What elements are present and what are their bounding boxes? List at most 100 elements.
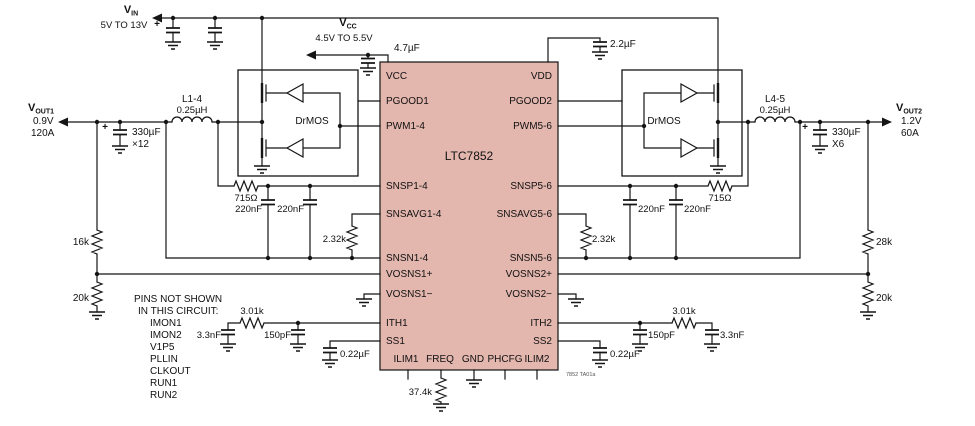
ic-pin-label: SNSP1-4 xyxy=(386,181,428,192)
inductor-value-left: 0.25µH xyxy=(177,105,208,116)
ic-part-number: LTC7852 xyxy=(445,149,494,163)
vcc-label: VCC xyxy=(339,17,356,31)
note-pin: V1P5 xyxy=(150,342,175,353)
driver-buffer-icon xyxy=(680,137,699,159)
ic-pin-label: PWM5-6 xyxy=(513,121,552,132)
sense-resistor-right: 715Ω xyxy=(709,193,732,204)
ic-body xyxy=(379,61,559,371)
avg-resistor-left: 2.32k xyxy=(323,234,346,245)
vout2-amps: 60A xyxy=(901,128,919,139)
wires xyxy=(67,17,883,405)
inductor-name-left: L1-4 xyxy=(182,94,202,105)
note-line: IN THIS CIRCUIT: xyxy=(138,306,218,317)
note-pin: PLLIN xyxy=(150,354,178,365)
resistor-zigzags xyxy=(90,179,875,403)
ic-pin-label: ILIM1 xyxy=(393,354,418,365)
cout-value-left: 330µF xyxy=(132,127,161,138)
ic-pin-label: VCC xyxy=(386,71,407,82)
vout1-label: VOUT1 xyxy=(28,102,54,116)
pins-not-shown-note: PINS NOT SHOWN IN THIS CIRCUIT: IMON1 IM… xyxy=(134,294,222,401)
mosfet-channels xyxy=(260,83,720,158)
ic-left-pin-labels: VCC PGOOD1 PWM1-4 SNSP1-4 SNSAVG1-4 SNSN… xyxy=(386,71,442,347)
vout2-label: VOUT2 xyxy=(896,102,922,116)
vdd-bypass-cap-label: 2.2µF xyxy=(610,39,636,50)
ic-pin-label: SNSN1-4 xyxy=(386,253,429,264)
ss-cap-left: 0.22µF xyxy=(340,349,370,360)
ic-pin-label: GND xyxy=(462,354,484,365)
inductor-value-right: 0.25µH xyxy=(760,105,791,116)
sense-cap2-right: 220nF xyxy=(684,204,711,215)
ic-pin-label: FREQ xyxy=(426,354,454,365)
freq-resistor-label: 37.4k xyxy=(409,387,432,398)
junction-dots xyxy=(94,15,871,326)
capacitor-plates xyxy=(113,27,827,354)
ic-pin-label: SS1 xyxy=(386,336,405,347)
ic-pin-label: ITH1 xyxy=(386,318,408,329)
note-pin: IMON1 xyxy=(150,318,182,329)
note-pin: RUN2 xyxy=(150,390,178,401)
ic-pin-label: SS2 xyxy=(533,336,552,347)
fb-top-resistor-left: 16k xyxy=(73,237,90,248)
ic-pin-label: ILIM2 xyxy=(524,354,549,365)
ic-pin-label: ITH2 xyxy=(530,318,552,329)
vin-arrow-icon xyxy=(152,13,162,23)
ic-pin-label: PGOOD2 xyxy=(509,96,552,107)
fb-top-resistor-right: 28k xyxy=(876,237,893,248)
note-pin: CLKOUT xyxy=(150,366,191,377)
ic-pin-label: SNSP5-6 xyxy=(510,181,552,192)
ss-cap-right: 0.22µF xyxy=(610,349,640,360)
cout-qty-left: ×12 xyxy=(132,139,149,150)
ic-pin-label: VOSNS2− xyxy=(506,289,553,300)
fb-bottom-resistor-left: 20k xyxy=(73,293,90,304)
driver-buffer-icon xyxy=(680,82,699,104)
sense-resistor-left: 715Ω xyxy=(235,193,258,204)
ic-pin-label: VDD xyxy=(531,71,552,82)
vin-range-label: 5V TO 13V xyxy=(101,20,148,31)
ith-cap-left: 3.3nF xyxy=(197,330,221,341)
ith-resistor-right: 3.01k xyxy=(672,306,695,317)
plus-sign: + xyxy=(154,19,160,30)
ith-cap-right: 3.3nF xyxy=(720,330,744,341)
vcc-bypass-cap-label: 4.7µF xyxy=(394,43,420,54)
ic-pin-label: VOSNS2+ xyxy=(506,269,553,280)
vout1-volts: 0.9V xyxy=(33,116,54,127)
ic-pin-label: PWM1-4 xyxy=(386,121,425,132)
ic-right-pin-labels: VDD PGOOD2 PWM5-6 SNSP5-6 SNSAVG5-6 SNSN… xyxy=(497,71,553,347)
sense-cap1-left: 220nF xyxy=(235,204,262,215)
cout-qty-right: X6 xyxy=(832,139,845,150)
ic-pin-label: SNSAVG5-6 xyxy=(497,209,553,220)
drmos-label-left: DrMOS xyxy=(295,116,329,127)
vout2-volts: 1.2V xyxy=(901,116,922,127)
ic-pin-label: PGOOD1 xyxy=(386,96,429,107)
sense-cap2-left: 220nF xyxy=(277,204,304,215)
ith-hf-cap-right: 150pF xyxy=(648,330,675,341)
cout-value-right: 330µF xyxy=(832,127,861,138)
ground-symbols xyxy=(89,41,876,412)
vout2-arrow-icon xyxy=(882,117,892,127)
note-pin: IMON2 xyxy=(150,330,182,341)
vcc-arrow-icon xyxy=(306,50,316,60)
sense-cap1-right: 220nF xyxy=(638,204,665,215)
ic-pin-label: SNSAVG1-4 xyxy=(386,209,442,220)
inductor-right xyxy=(754,116,796,123)
ic-pin-label: VOSNS1− xyxy=(386,289,433,300)
vout1-arrow-icon xyxy=(58,117,68,127)
ic-pin-label: PHCFG xyxy=(488,354,523,365)
plus-sign: + xyxy=(102,122,108,133)
driver-buffer-icon xyxy=(285,82,304,104)
vin-label: VIN xyxy=(124,4,138,18)
driver-buffer-icon xyxy=(285,137,304,159)
note-pin: RUN1 xyxy=(150,378,178,389)
inductor-left xyxy=(171,116,213,123)
figure-note: 7852 TA01a xyxy=(566,372,596,378)
ic-pin-label: SNSN5-6 xyxy=(510,253,553,264)
inductor-name-right: L4-5 xyxy=(765,94,785,105)
ith-hf-cap-left: 150pF xyxy=(264,330,291,341)
plus-sign: + xyxy=(802,122,808,133)
ith-resistor-left: 3.01k xyxy=(240,306,263,317)
drmos-label-right: DrMOS xyxy=(647,116,681,127)
vcc-range-label: 4.5V TO 5.5V xyxy=(315,33,373,44)
fb-bottom-resistor-right: 20k xyxy=(876,293,893,304)
